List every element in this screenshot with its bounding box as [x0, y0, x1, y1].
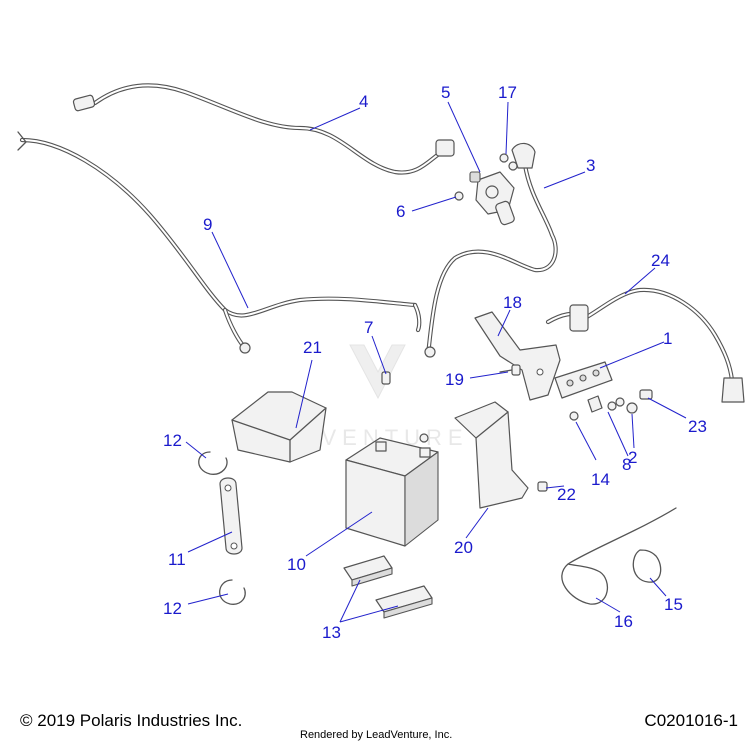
callout-6: 6: [396, 202, 405, 221]
callout-24: 24: [651, 251, 670, 270]
callout-2: 2: [628, 448, 637, 467]
callout-7: 7: [364, 318, 373, 337]
part-24-harness: [545, 287, 745, 403]
part-20-shield: [454, 401, 529, 509]
callout-9: 9: [203, 215, 212, 234]
leader-lines: [185, 101, 687, 623]
part-12-clip-upper: [198, 451, 228, 475]
callout-14: 14: [591, 470, 610, 489]
part-2-nut: [626, 402, 638, 414]
callout-10: 10: [287, 555, 306, 574]
part-19-screw: [499, 364, 521, 376]
callout-22: 22: [557, 485, 576, 504]
part-10-battery: [345, 433, 439, 547]
part-6-nut: [454, 191, 464, 201]
part-4-cable: [72, 83, 455, 175]
drawing-id: C0201016-1: [644, 711, 738, 730]
part-11-strap: [219, 477, 243, 555]
part-14-screw: [569, 411, 579, 421]
callout-17: 17: [498, 83, 517, 102]
part-23-bolt: [639, 389, 653, 400]
callout-1: 1: [663, 329, 672, 348]
part-5-relay: [469, 171, 515, 226]
rendered-by-text: Rendered by LeadVenture, Inc.: [300, 729, 453, 741]
part-21-cover: [231, 391, 327, 463]
part-17-nuts: [499, 153, 518, 171]
callout-3: 3: [586, 156, 595, 175]
callout-19: 19: [445, 370, 464, 389]
part-12-clip-lower: [219, 579, 246, 605]
part-9-cable: [17, 131, 422, 354]
callout-12-upper: 12: [163, 431, 182, 450]
callout-20: 20: [454, 538, 473, 557]
part-8-hardware: [587, 395, 625, 413]
part-1-terminal-block: [554, 361, 613, 399]
copyright-text: © 2019 Polaris Industries Inc.: [20, 711, 243, 730]
part-15-cable-tie: [632, 549, 662, 583]
part-16-cable-tie: [561, 507, 677, 605]
callout-15: 15: [664, 595, 683, 614]
callout-23: 23: [688, 417, 707, 436]
part-3-cable: [424, 142, 558, 358]
part-18-bracket: [474, 311, 561, 401]
part-13-pads: [343, 555, 433, 619]
callout-4: 4: [359, 92, 368, 111]
callout-18: 18: [503, 293, 522, 312]
callout-11: 11: [168, 550, 186, 569]
callout-5: 5: [441, 83, 450, 102]
callout-12-lower: 12: [163, 599, 182, 618]
part-7-screw: [381, 371, 391, 385]
callout-13: 13: [322, 623, 341, 642]
callout-21: 21: [303, 338, 322, 357]
part-22-screw: [537, 481, 548, 492]
callout-numbers: 4 5 17 3 6 9 24 18 7 19 1 21 23 2 8 14 1…: [163, 83, 707, 642]
callout-8: 8: [622, 455, 631, 474]
callout-16: 16: [614, 612, 633, 631]
